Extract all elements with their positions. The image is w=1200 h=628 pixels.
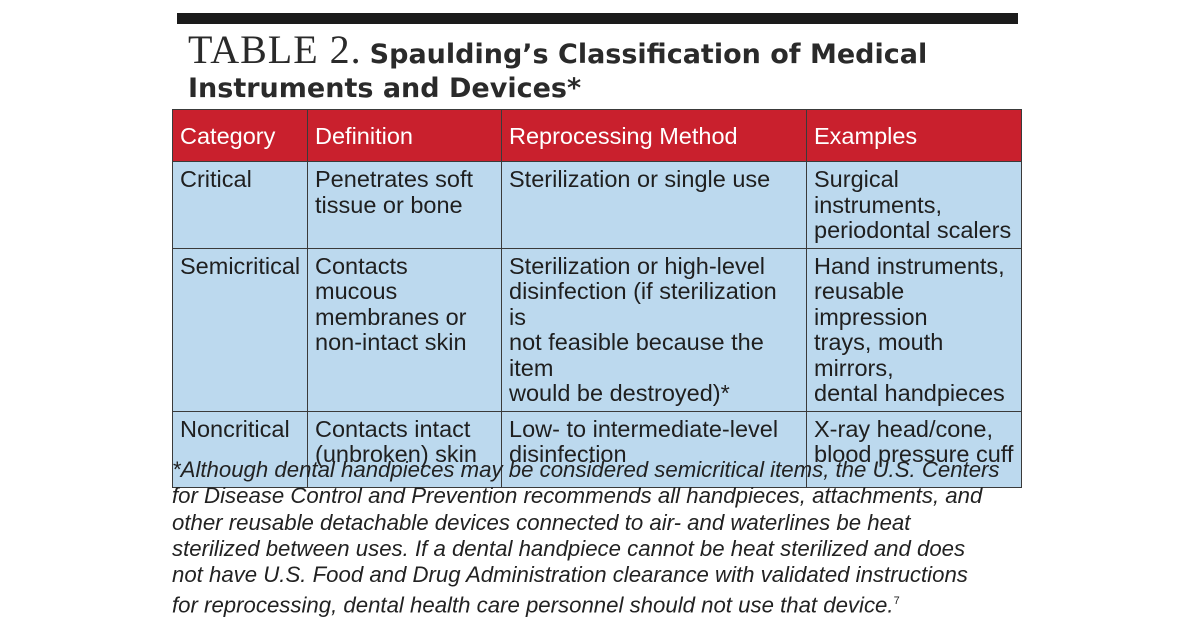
category-cell: Noncritical [172, 410, 308, 488]
category-value: Semicritical [180, 252, 301, 279]
examples-cell: Hand instruments, reusable impression tr… [806, 247, 1022, 412]
footnote-text: Although dental handpieces may be consid… [172, 457, 1000, 618]
method-cell: Low- to intermediate-level disinfection [501, 410, 807, 488]
category-value: Noncritical [180, 415, 290, 442]
definition-cell: Contacts mucous membranes or non-intact … [307, 247, 502, 412]
table-footnote: *Although dental handpieces may be consi… [172, 457, 1032, 619]
table-header-row: Category Definition Reprocessing Method … [172, 109, 1022, 162]
title-line-1: TABLE 2.Spaulding’s Classification of Me… [188, 28, 1008, 72]
title-text-line-2: Instruments and Devices* [188, 73, 582, 104]
footnote-marker: * [172, 457, 181, 482]
top-rule [177, 13, 1018, 24]
column-header-examples: Examples [806, 109, 1022, 162]
footnote-reference: 7 [893, 595, 900, 608]
category-value: Critical [180, 166, 252, 192]
spaulding-classification-table: Category Definition Reprocessing Method … [172, 109, 1022, 488]
definition-value: Contacts intact (unbroken) skin [315, 415, 477, 467]
category-cell: Critical [172, 161, 308, 249]
definition-cell: Penetrates soft tissue or bone [307, 161, 502, 249]
definition-value: Penetrates soft tissue or bone [315, 166, 474, 218]
column-header-category: Category [172, 109, 308, 162]
category-cell: Semicritical [172, 247, 308, 412]
table-row: Critical Penetrates soft tissue or bone … [172, 161, 1022, 249]
examples-cell: Surgical instruments, periodontal scaler… [806, 161, 1022, 249]
table-row: Semicritical Contacts mucous membranes o… [172, 247, 1022, 412]
table-number-label: TABLE 2. [188, 27, 362, 72]
column-header-reprocessing-method: Reprocessing Method [501, 109, 807, 162]
table-row: Noncritical Contacts intact (unbroken) s… [172, 410, 1022, 488]
definition-value: Contacts mucous membranes or non-intact … [315, 252, 467, 355]
method-value: Low- to intermediate-level disinfection [509, 415, 779, 467]
definition-cell: Contacts intact (unbroken) skin [307, 410, 502, 488]
examples-value: X-ray head/cone, blood pressure cuff [814, 415, 1014, 467]
table-title: TABLE 2.Spaulding’s Classification of Me… [188, 28, 1008, 106]
examples-cell: X-ray head/cone, blood pressure cuff [806, 410, 1022, 488]
title-text-line-1: Spaulding’s Classification of Medical [369, 39, 928, 70]
method-cell: Sterilization or single use [501, 161, 807, 249]
column-header-definition: Definition [307, 109, 502, 162]
method-cell: Sterilization or high-level disinfection… [501, 247, 807, 412]
method-value: Sterilization or high-level disinfection… [509, 252, 777, 406]
examples-value: Hand instruments, reusable impression tr… [814, 252, 1005, 406]
method-value: Sterilization or single use [509, 166, 771, 192]
examples-value: Surgical instruments, periodontal scaler… [814, 166, 1012, 243]
